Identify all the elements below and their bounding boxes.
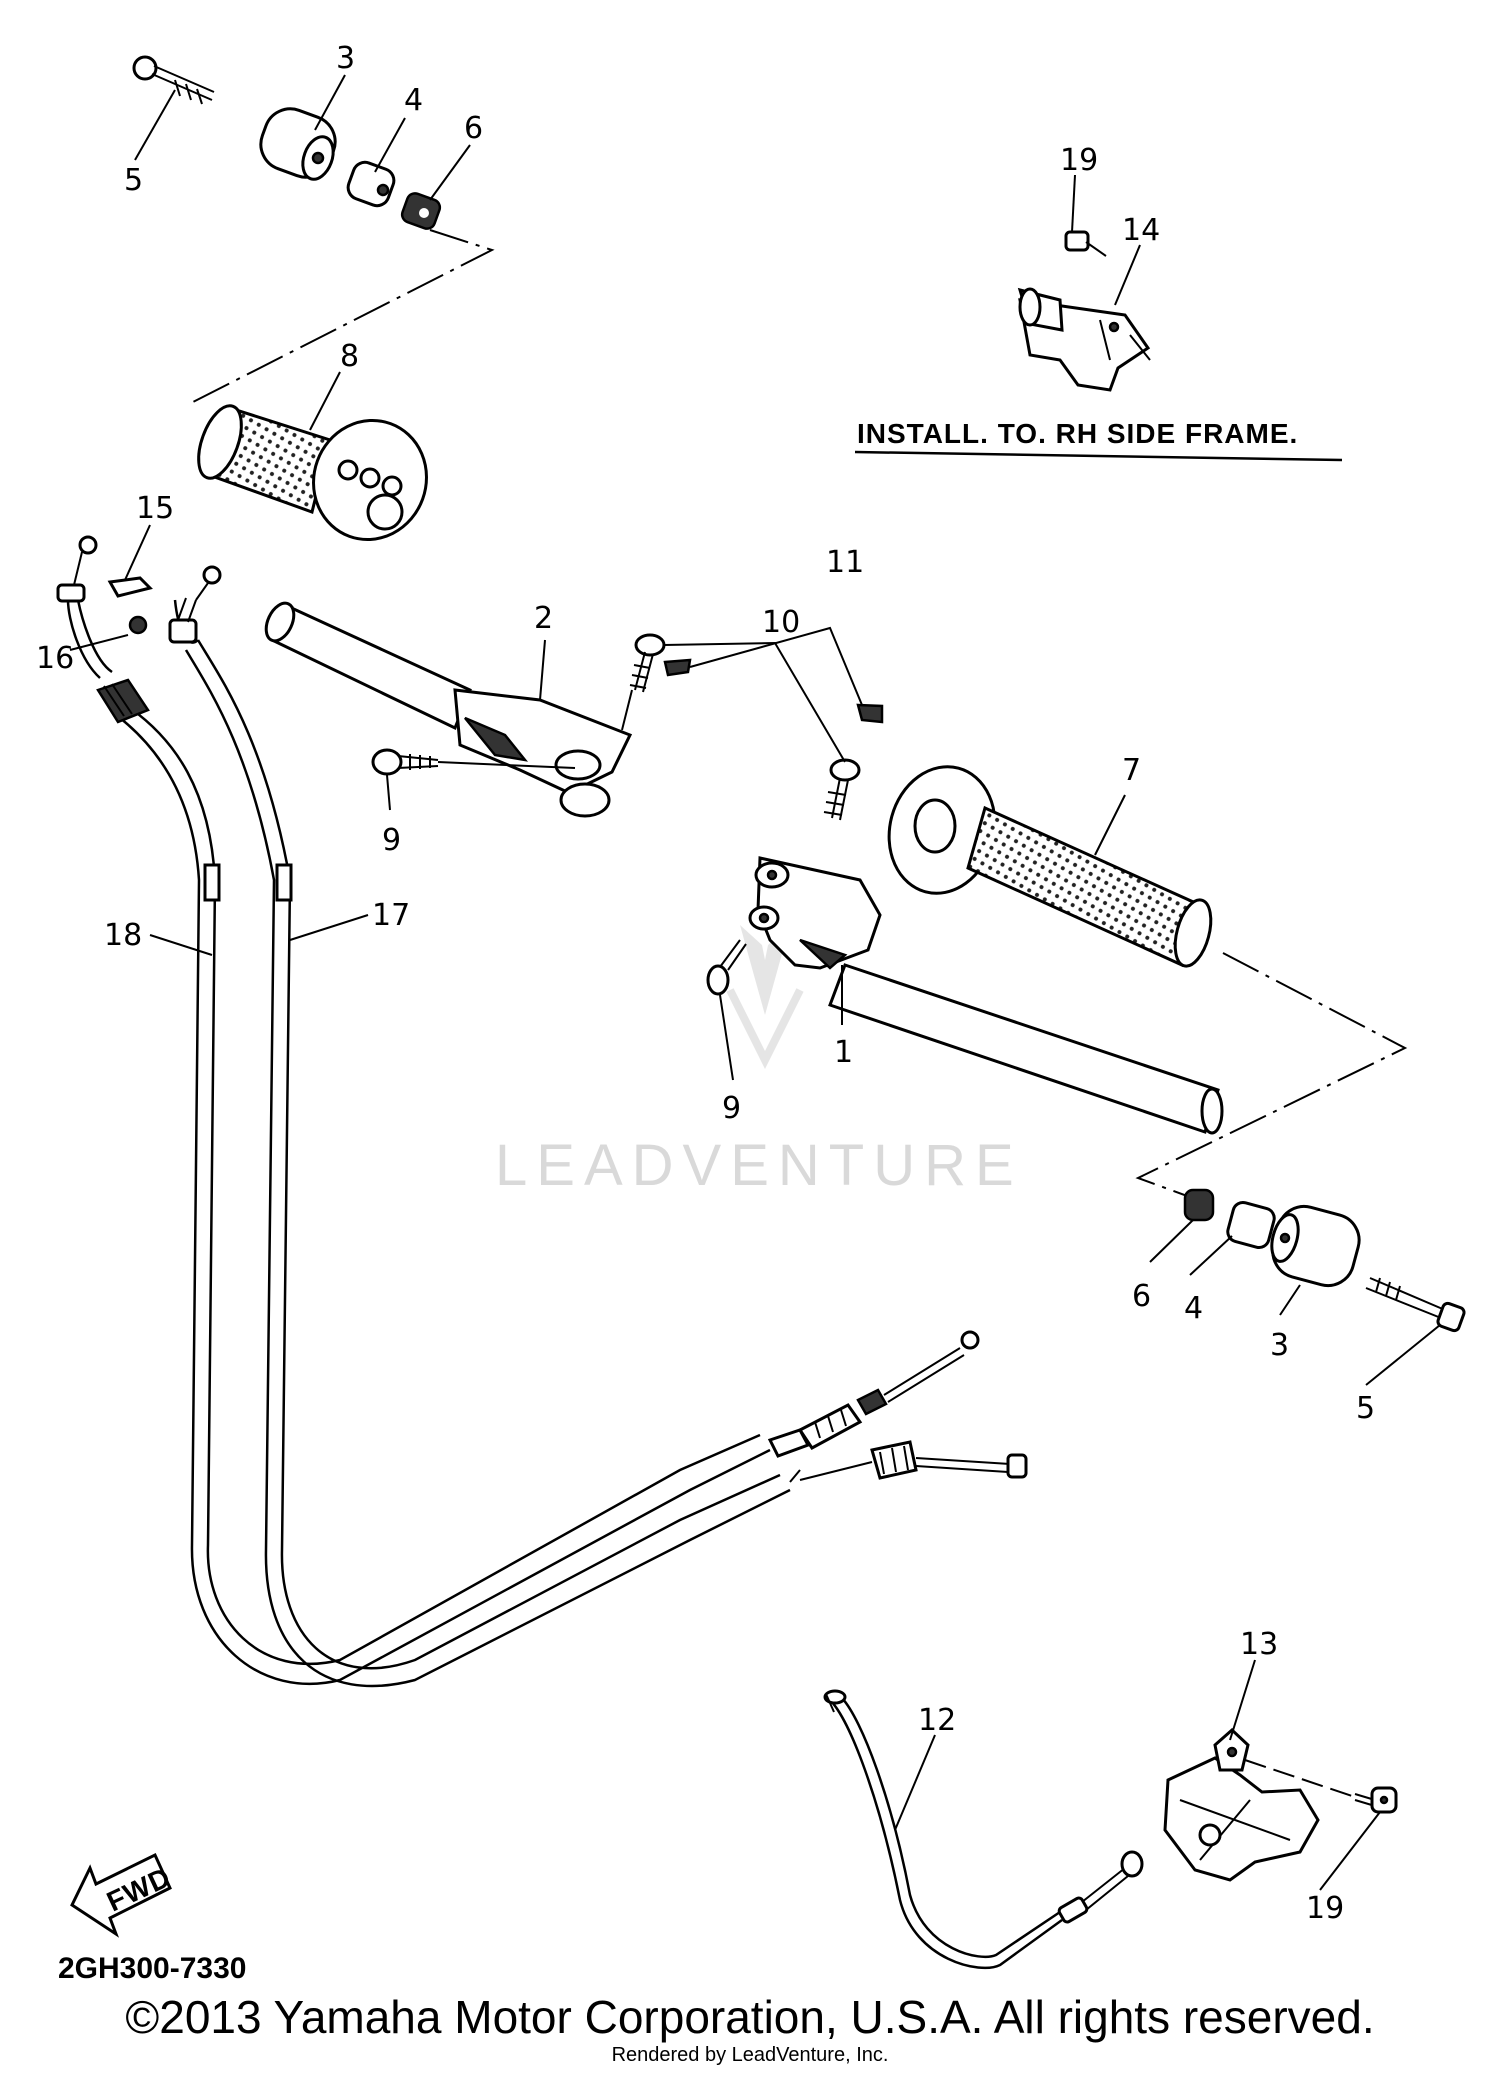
callout-3-top: 3 <box>336 41 355 76</box>
part-cable-end-17-top <box>168 565 222 644</box>
callout-8: 8 <box>340 339 359 374</box>
watermark: LEADVENTURE <box>495 925 1023 1198</box>
rendered-by-text: Rendered by LeadVenture, Inc. <box>611 2044 889 2066</box>
callout-4-top: 4 <box>404 83 423 118</box>
part-grip-8 <box>197 404 428 542</box>
callout-10: 10 <box>762 605 800 640</box>
part-lever-13 <box>1163 1727 1320 1882</box>
fwd-arrow-icon: FWD <box>70 1852 176 1938</box>
part-bolt-19-bottom <box>1354 1786 1398 1814</box>
part-weight-3-top <box>259 107 337 181</box>
part-cable-adjuster-upper <box>797 1330 980 1450</box>
callout-9-right: 9 <box>722 1091 741 1126</box>
callout-1: 1 <box>834 1035 853 1070</box>
part-grip-7 <box>887 765 1213 968</box>
callout-18: 18 <box>104 918 142 953</box>
part-bolt-5-right <box>1365 1277 1466 1333</box>
part-cable-end-15-16 <box>56 535 153 679</box>
callout-3-right: 3 <box>1270 1328 1289 1363</box>
part-cable-18 <box>119 706 771 1686</box>
part-bolt-19-top <box>1064 230 1107 257</box>
callout-6-top: 6 <box>464 111 483 146</box>
leader-10 <box>663 641 846 763</box>
callout-19-bottom: 19 <box>1306 1891 1344 1926</box>
part-screw-10b <box>823 758 861 821</box>
callout-2: 2 <box>534 601 553 636</box>
part-screw-11b <box>856 703 884 724</box>
callout-17: 17 <box>372 898 410 933</box>
part-collar-4-right <box>1226 1200 1276 1250</box>
leader-lines <box>69 74 1441 1891</box>
part-nut-6-right <box>1183 1188 1215 1222</box>
callout-5-top: 5 <box>124 163 143 198</box>
part-weight-3-right <box>1270 1204 1361 1288</box>
diagram-code: 2GH300-7330 <box>58 1952 246 1985</box>
callout-9-left: 9 <box>382 823 401 858</box>
part-throttle-housing-1 <box>748 856 1224 1135</box>
install-note-underline <box>854 450 1343 462</box>
part-bolt-9-right <box>706 939 747 996</box>
leader-9-left <box>437 761 576 769</box>
part-cable-12 <box>823 1689 1144 1970</box>
part-bracket-14 <box>1017 287 1151 392</box>
callouts: 3 4 6 5 8 15 16 2 11 10 9 7 18 17 1 9 6 … <box>36 41 1375 1926</box>
install-note: INSTALL. TO. RH SIDE FRAME. <box>857 418 1298 449</box>
part-screw-11a <box>663 658 692 677</box>
callout-14: 14 <box>1122 213 1160 248</box>
callout-19-top: 19 <box>1060 143 1098 178</box>
watermark-text: LEADVENTURE <box>495 1133 1023 1198</box>
part-bolt-9-left <box>371 748 439 776</box>
part-cable-17 <box>184 639 791 1688</box>
leader-10-screw <box>621 689 633 731</box>
part-cable-adjuster-lower <box>767 1428 1028 1483</box>
copyright-text: ©2013 Yamaha Motor Corporation, U.S.A. A… <box>125 1991 1375 2043</box>
part-screw-10a <box>629 633 666 693</box>
part-bolt-5-top <box>132 55 215 105</box>
leader-11 <box>689 626 863 706</box>
callout-12: 12 <box>918 1703 956 1738</box>
leader-19-dash <box>1244 1759 1359 1799</box>
callout-15: 15 <box>136 491 174 526</box>
callout-4-right: 4 <box>1184 1291 1203 1326</box>
part-adjuster-18 <box>96 678 150 724</box>
callout-11: 11 <box>826 545 864 580</box>
part-collar-4-top <box>346 160 396 208</box>
callout-16: 16 <box>36 641 74 676</box>
callout-6-right: 6 <box>1132 1279 1151 1314</box>
part-nut-6-top <box>400 192 442 230</box>
callout-7: 7 <box>1122 753 1141 788</box>
callout-13: 13 <box>1240 1627 1278 1662</box>
callout-5-right: 5 <box>1356 1391 1375 1426</box>
part-handlebar-2 <box>264 601 633 818</box>
